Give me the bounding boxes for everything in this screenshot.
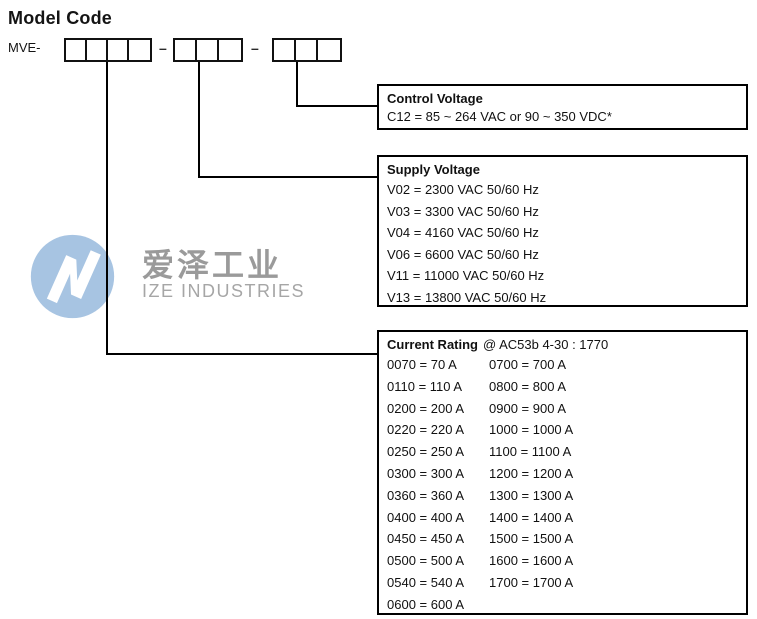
connector-line-supply-voltage: [198, 62, 200, 178]
code-cell: [318, 40, 340, 60]
code-cell: [175, 40, 197, 60]
current-rating-row: 0200 = 200 A: [387, 400, 464, 416]
code-cell: [296, 40, 318, 60]
connector-line-supply-voltage: [198, 176, 378, 178]
code-group-supply-voltage: [173, 38, 243, 62]
current-rating-row: 0900 = 900 A: [489, 400, 566, 416]
dash-separator: –: [159, 40, 167, 56]
connector-line-control-voltage: [296, 105, 378, 107]
code-cell: [129, 40, 150, 60]
current-rating-row: 0250 = 250 A: [387, 444, 464, 460]
current-rating-row: 0070 = 70 A: [387, 357, 457, 372]
current-rating-row: 1100 = 1100 A: [489, 444, 572, 460]
control-voltage-box: Control Voltage C12 = 85 ~ 264 VAC or 90…: [377, 84, 748, 130]
current-rating-row: 0300 = 300 A: [387, 465, 464, 481]
code-cell: [219, 40, 241, 60]
supply-voltage-row: V06 = 6600 VAC 50/60 Hz: [387, 246, 539, 262]
ize-logo-icon: [30, 234, 115, 319]
supply-voltage-row: V13 = 13800 VAC 50/60 Hz: [387, 289, 547, 305]
current-rating-row: 0540 = 540 A: [387, 574, 464, 590]
supply-voltage-row: V04 = 4160 VAC 50/60 Hz: [387, 225, 539, 241]
control-voltage-row: C12 = 85 ~ 264 VAC or 90 ~ 350 VDC*: [387, 109, 612, 124]
code-cell: [197, 40, 219, 60]
code-cell: [108, 40, 129, 60]
current-rating-row: 0800 = 800 A: [489, 378, 566, 394]
control-voltage-title: Control Voltage: [387, 91, 483, 106]
current-rating-row: 0600 = 600 A: [387, 596, 464, 612]
watermark-cn-text: 爱泽工业: [142, 246, 283, 284]
current-rating-row: 1700 = 1700 A: [489, 574, 574, 590]
watermark-en-text: IZE INDUSTRIES: [142, 281, 306, 301]
current-rating-row: 1000 = 1000 A: [489, 422, 574, 438]
current-rating-row: 0700 = 700 A: [489, 357, 566, 372]
current-rating-title-suffix: @ AC53b 4-30 : 1770: [483, 337, 609, 352]
code-group-current-rating: [64, 38, 152, 62]
supply-voltage-row: V02 = 2300 VAC 50/60 Hz: [387, 182, 539, 197]
connector-line-current-rating: [106, 62, 108, 355]
current-rating-row: 1300 = 1300 A: [489, 487, 574, 503]
current-rating-left-column: 0070 = 70 A 0110 = 110 A 0200 = 200 A 02…: [379, 354, 464, 616]
current-rating-row: 1400 = 1400 A: [489, 509, 574, 525]
current-rating-row: 0400 = 400 A: [387, 509, 464, 525]
supply-voltage-row: V03 = 3300 VAC 50/60 Hz: [387, 203, 539, 219]
current-rating-row: 0500 = 500 A: [387, 553, 464, 569]
current-rating-row: 0450 = 450 A: [387, 531, 464, 547]
current-rating-title-bold: Current Rating: [387, 337, 478, 352]
current-rating-row: 0220 = 220 A: [387, 422, 464, 438]
current-rating-row: 1200 = 1200 A: [489, 465, 574, 481]
current-rating-right-column: 0700 = 700 A 0800 = 800 A 0900 = 900 A 1…: [481, 354, 573, 594]
current-rating-box: Current Rating @ AC53b 4-30 : 1770 0070 =…: [377, 330, 748, 615]
code-group-control-voltage: [272, 38, 342, 62]
current-rating-title: Current Rating @ AC53b 4-30 : 1770: [379, 332, 746, 354]
code-cell: [274, 40, 296, 60]
supply-voltage-row: V11 = 11000 VAC 50/60 Hz: [387, 268, 545, 284]
connector-line-current-rating: [106, 353, 378, 355]
page-title: Model Code: [8, 8, 112, 28]
supply-voltage-box: Supply Voltage V02 = 2300 VAC 50/60 Hz V…: [377, 155, 748, 307]
dash-separator: –: [251, 40, 259, 56]
supply-voltage-title: Supply Voltage: [387, 162, 480, 177]
code-cell: [87, 40, 108, 60]
current-rating-row: 1600 = 1600 A: [489, 553, 574, 569]
model-prefix: MVE-: [8, 40, 41, 55]
current-rating-row: 0360 = 360 A: [387, 487, 464, 503]
current-rating-row: 1500 = 1500 A: [489, 531, 574, 547]
current-rating-row: 0110 = 110 A: [387, 378, 463, 394]
code-cell: [66, 40, 87, 60]
connector-line-control-voltage: [296, 62, 298, 107]
